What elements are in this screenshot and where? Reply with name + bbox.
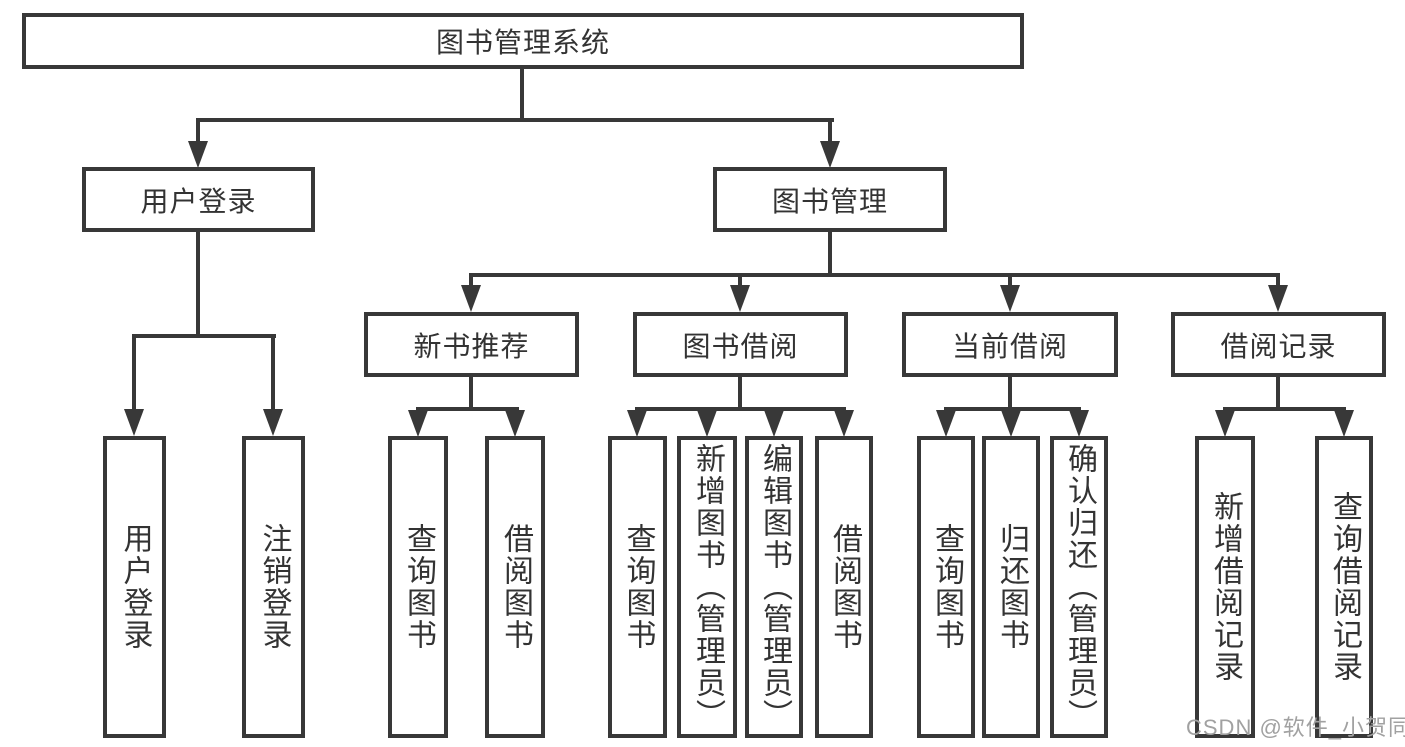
node-library-system: 图书管理系统	[22, 13, 1024, 69]
node-label: 当前借阅	[951, 330, 1068, 362]
node-label: 新增借阅记录	[1209, 491, 1242, 683]
node-query-books-current: 查询图书	[917, 436, 975, 738]
arrow-down-icon	[1069, 410, 1089, 437]
node-query-books-borrow: 查询图书	[608, 436, 667, 738]
node-borrow-books: 借阅图书	[815, 436, 873, 738]
connector-line	[828, 118, 832, 146]
connector-line	[469, 377, 473, 407]
arrow-down-icon	[408, 410, 428, 437]
arrow-down-icon	[1000, 285, 1020, 312]
node-book-management: 图书管理	[713, 167, 947, 232]
connector-line	[132, 334, 136, 412]
node-label: 查询借阅记录	[1328, 491, 1361, 683]
connector-line	[1008, 273, 1012, 289]
connector-line	[1276, 377, 1280, 407]
node-label: 图书管理	[771, 185, 888, 217]
node-label: 用户登录	[140, 185, 257, 217]
arrow-down-icon	[697, 410, 717, 437]
node-return-books: 归还图书	[982, 436, 1040, 738]
connector-line	[271, 334, 275, 412]
node-label: 查询图书	[930, 523, 963, 651]
node-borrow-books-recommend: 借阅图书	[485, 436, 545, 738]
node-query-borrow-record: 查询借阅记录	[1315, 436, 1373, 738]
connector-line	[738, 377, 742, 407]
arrow-down-icon	[834, 410, 854, 437]
node-label: 图书管理系统	[435, 27, 610, 58]
node-label: 图书借阅	[682, 330, 799, 362]
connector-line	[828, 232, 832, 273]
node-label: 注销登录	[257, 523, 291, 651]
node-edit-books-admin: 编辑图书（管理员）	[745, 436, 803, 738]
arrow-down-icon	[124, 409, 144, 436]
node-label: 新书推荐	[413, 330, 530, 362]
arrow-down-icon	[820, 141, 840, 168]
connector-line	[196, 118, 200, 146]
arrow-down-icon	[461, 285, 481, 312]
arrow-down-icon	[730, 285, 750, 312]
connector-line	[469, 273, 473, 289]
node-user-login-leaf: 用户登录	[103, 436, 166, 738]
arrow-down-icon	[188, 141, 208, 168]
node-label: 新增图书（管理员）	[691, 443, 724, 731]
arrow-down-icon	[1215, 410, 1235, 437]
node-query-books-recommend: 查询图书	[388, 436, 448, 738]
arrow-down-icon	[627, 410, 647, 437]
node-label: 借阅图书	[828, 523, 861, 651]
node-borrowing-records: 借阅记录	[1171, 312, 1386, 377]
connector-line	[944, 407, 1081, 411]
node-book-borrowing: 图书借阅	[633, 312, 848, 377]
arrow-down-icon	[1001, 410, 1021, 437]
node-confirm-return-admin: 确认归还（管理员）	[1050, 436, 1108, 738]
connector-line	[196, 118, 834, 122]
node-add-borrow-record: 新增借阅记录	[1195, 436, 1255, 738]
arrow-down-icon	[764, 410, 784, 437]
connector-line	[1008, 377, 1012, 407]
connector-line	[520, 69, 524, 118]
node-add-books-admin: 新增图书（管理员）	[677, 436, 737, 738]
arrow-down-icon	[936, 410, 956, 437]
node-label: 确认归还（管理员）	[1063, 443, 1096, 731]
connector-line	[738, 273, 742, 289]
connector-line	[635, 407, 846, 411]
node-logout: 注销登录	[242, 436, 305, 738]
node-new-book-recommendation: 新书推荐	[364, 312, 579, 377]
node-label: 借阅图书	[499, 523, 532, 651]
connector-line	[1276, 273, 1280, 289]
csdn-watermark: CSDN @软件_小贺同学	[1186, 715, 1405, 740]
node-label: 用户登录	[118, 523, 152, 651]
node-label: 借阅记录	[1220, 330, 1337, 362]
node-label: 归还图书	[995, 523, 1028, 651]
node-label: 查询图书	[402, 523, 435, 651]
node-label: 编辑图书（管理员）	[758, 443, 791, 731]
arrow-down-icon	[1334, 410, 1354, 437]
connector-line	[469, 273, 1280, 277]
node-user-login: 用户登录	[82, 167, 315, 232]
connector-line	[132, 334, 276, 338]
connector-line	[196, 232, 200, 334]
arrow-down-icon	[505, 410, 525, 437]
arrow-down-icon	[263, 409, 283, 436]
node-current-borrowing: 当前借阅	[902, 312, 1118, 377]
node-label: 查询图书	[621, 523, 655, 651]
connector-line	[416, 407, 519, 411]
arrow-down-icon	[1268, 285, 1288, 312]
connector-line	[1223, 407, 1346, 411]
